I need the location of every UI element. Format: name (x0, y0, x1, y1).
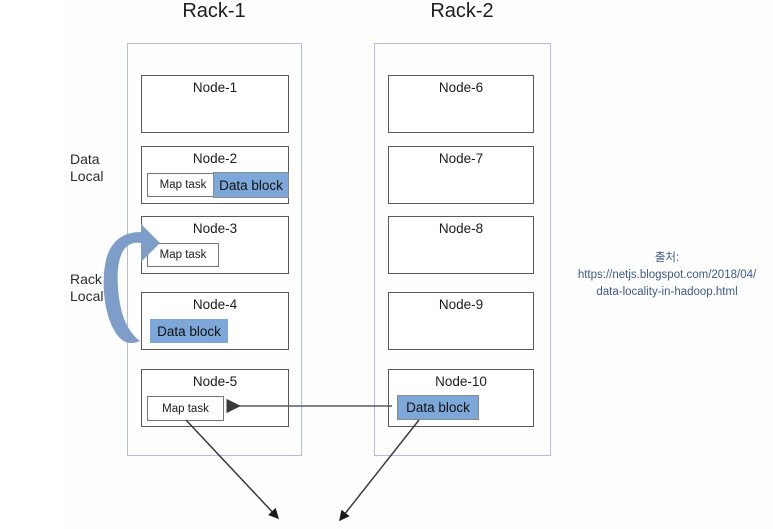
data-block-badge[interactable]: Data block (150, 319, 228, 343)
node-box-node-7[interactable]: Node-7 (388, 146, 534, 204)
data-block-badge[interactable]: Data block (397, 395, 479, 420)
node-label: Node-8 (438, 221, 484, 236)
label-line-1: Rack (70, 271, 102, 287)
source-label: 출처: (654, 252, 680, 264)
rack-2-title: Rack-2 (430, 0, 494, 22)
node-label: Node-7 (438, 151, 484, 166)
rack-1-title: Rack-1 (182, 0, 246, 22)
label-line-2: Local (70, 288, 104, 304)
map-task-badge[interactable]: Map task (147, 396, 224, 421)
node-box-node-5[interactable]: Node-5 Map task (141, 369, 289, 427)
node-box-node-10[interactable]: Node-10 Data block (388, 369, 534, 427)
node-box-node-3[interactable]: Node-3 Map task (141, 216, 289, 274)
node-box-node-1[interactable]: Node-1 (141, 75, 289, 133)
source-url-line-1: https://netjs.blogspot.com/2018/04/ (577, 269, 757, 281)
node-label: Node-1 (192, 80, 238, 95)
node-label: Node-6 (438, 80, 484, 95)
label-rack-local: Rack Local (70, 271, 103, 305)
label-line-1: Data (70, 151, 100, 167)
source-url-line-2: data-locality-in-hadoop.html (596, 286, 738, 298)
map-task-badge[interactable]: Map task (147, 173, 219, 197)
node-label: Node-3 (192, 221, 238, 236)
node-label: Node-9 (438, 297, 484, 312)
node-box-node-9[interactable]: Node-9 (388, 292, 534, 350)
node-box-node-2[interactable]: Node-2 Map task Data block (141, 146, 289, 204)
node-box-node-8[interactable]: Node-8 (388, 216, 534, 274)
map-task-badge[interactable]: Map task (147, 243, 219, 267)
data-block-badge[interactable]: Data block (213, 172, 289, 198)
node-label: Node-5 (192, 374, 238, 389)
rack-2-container (374, 43, 551, 456)
label-data-local: Data Local (70, 151, 103, 185)
label-line-2: Local (70, 168, 104, 184)
node-label: Node-4 (192, 297, 238, 312)
node-label: Node-10 (435, 374, 487, 389)
node-box-node-4[interactable]: Node-4 Data block (141, 292, 289, 350)
source-note: 출처: https://netjs.blogspot.com/2018/04/ … (562, 250, 772, 301)
node-label: Node-2 (192, 151, 238, 166)
node-box-node-6[interactable]: Node-6 (388, 75, 534, 133)
